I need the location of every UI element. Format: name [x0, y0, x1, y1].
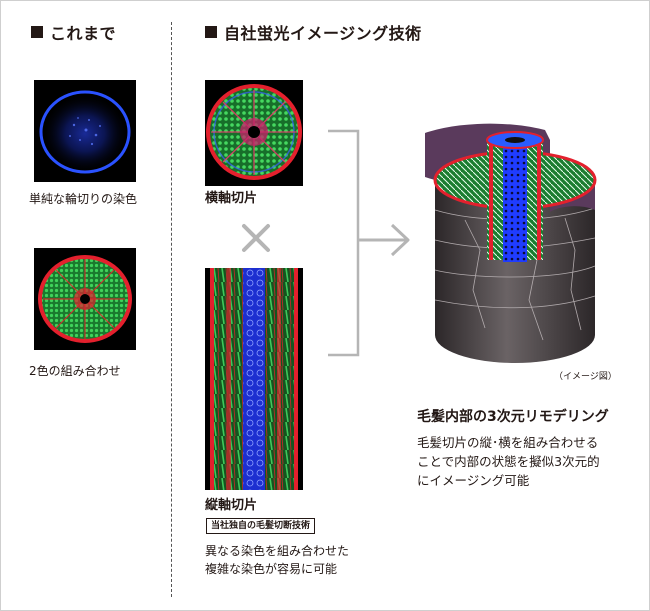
caption-single-stain: 単純な輪切りの染色 [29, 192, 138, 206]
title-3d-remodeling: 毛髪内部の3次元リモデリング [417, 409, 609, 425]
hair-3d-model [425, 123, 597, 363]
square-bullet-icon [205, 26, 217, 38]
heading-conventional: これまで [31, 20, 116, 44]
heading-conventional-text: これまで [50, 24, 117, 43]
label-cross-section: 横軸切片 [205, 191, 258, 206]
description-line-3: にイメージング可能 [417, 473, 530, 488]
note-illustrative-image: （イメージ図） [554, 372, 617, 382]
photo-longitudinal-section [205, 268, 303, 490]
note-multi-stain-line-1: 異なる染色を組み合わせた [205, 544, 350, 558]
badge-proprietary-technique: 当社独自の毛髪切断技術 [206, 518, 316, 534]
label-longitudinal-section: 縦軸切片 [205, 498, 258, 513]
caption-two-color: 2色の組み合わせ [29, 364, 121, 378]
description-line-2: ことで内部の状態を擬似3次元的 [417, 454, 600, 469]
multiply-icon [242, 224, 270, 252]
photo-two-color [34, 248, 136, 350]
photo-cross-section [205, 80, 303, 186]
photo-single-stain [34, 80, 136, 182]
note-multi-stain-line-2: 複雑な染色が容易に可能 [205, 562, 338, 576]
combine-arrow-icon [328, 129, 410, 357]
square-bullet-icon [31, 26, 43, 38]
description-line-1: 毛髪切片の縦･横を組み合わせる [417, 435, 599, 450]
heading-in-house-text: 自社蛍光イメージング技術 [224, 24, 422, 43]
dashed-divider [171, 22, 172, 597]
heading-in-house: 自社蛍光イメージング技術 [205, 20, 422, 44]
